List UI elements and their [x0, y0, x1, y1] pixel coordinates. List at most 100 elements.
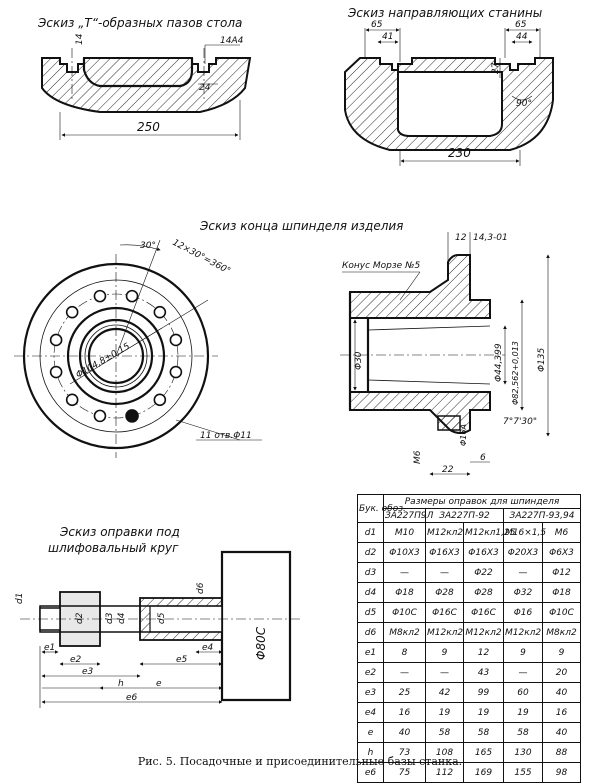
table-title: Размеры оправок для шпинделя: [383, 494, 581, 509]
dim-e2: e2: [70, 655, 82, 665]
table-corner: Бук. обоз.: [357, 494, 406, 523]
dim-90: 90°: [516, 99, 532, 109]
table-cell: Φ10Х3: [383, 542, 426, 563]
dim-e5: e5: [176, 655, 188, 665]
dim-phi104: Φ104,8±0,15: [75, 342, 133, 381]
table-col-3: ЗА227П-93,94: [503, 508, 581, 523]
table-cell: 60: [503, 682, 543, 703]
table-row: d3——Φ22—Φ12: [357, 562, 581, 583]
dim-e1: e1: [44, 643, 55, 653]
table-cell: Φ16Х3: [463, 542, 504, 563]
dim-d3: d3: [105, 612, 115, 624]
table-cell: М6: [542, 522, 581, 543]
dim-d5: d5: [157, 612, 167, 624]
dim-e6: e6: [126, 693, 138, 703]
table-cell: 19: [463, 702, 504, 723]
dim-d2: d2: [75, 612, 85, 624]
dim-phi80c: Φ80С: [254, 626, 268, 660]
table-cell: Φ32: [503, 582, 543, 603]
flange-hole: [65, 393, 79, 407]
cone-label: Конус Морзе №5: [342, 261, 420, 271]
table-cell: Φ12: [542, 562, 581, 583]
table-row-label: d1: [357, 522, 384, 543]
table-cell: 20: [542, 662, 581, 683]
table-row-label: d4: [357, 582, 384, 603]
table-cell: Φ16: [503, 602, 543, 623]
table-cell: Φ28: [463, 582, 504, 603]
dim-12x30: 12×30°=360°: [171, 238, 232, 277]
dim-d4: d4: [117, 612, 127, 624]
spindle-flange: Эскиз конца шпинделя изделия 30° 12×30°=…: [14, 219, 403, 458]
flange-hole: [169, 333, 183, 347]
flange-hole: [49, 333, 63, 347]
table-row-label: e2: [357, 662, 384, 683]
table-cell: 9: [425, 642, 464, 663]
dim-6: 6: [480, 453, 486, 463]
t-slot-title: Эскиз „T“-образных пазов стола: [37, 16, 242, 30]
table-cell: 16: [542, 702, 581, 723]
mandrel-title-1: Эскиз оправки под: [59, 525, 180, 539]
flange-hole: [93, 289, 107, 303]
table-row: e2——43—20: [357, 662, 581, 683]
dim-30deg: 30°: [140, 241, 156, 251]
flange-hole: [65, 305, 79, 319]
flange-hole: [169, 365, 183, 379]
spindle-title: Эскиз конца шпинделя изделия: [199, 219, 403, 233]
table-row-label: e: [357, 722, 384, 743]
t-slot-sketch: Эскиз „T“-образных пазов стола 250 14А4 …: [37, 16, 252, 140]
table-cell: М16×1,5: [503, 522, 546, 543]
dim-12: 12: [455, 233, 467, 243]
table-cell: М12кл2: [425, 522, 464, 543]
table-cell: 25: [383, 682, 426, 703]
table-cell: Φ18: [542, 582, 581, 603]
mandrel-dimension-table: Бук. обоз. Размеры оправок для шпинделя …: [357, 494, 581, 783]
table-cell: Φ16С: [425, 602, 464, 623]
table-cell: 16: [383, 702, 426, 723]
table-cell: 58: [463, 722, 504, 743]
dim-65b: 65: [515, 20, 527, 30]
guides-sketch: Эскиз направляющих станины 65 41 65 44 2…: [344, 6, 554, 166]
table-cell: М10: [383, 522, 426, 543]
table-cell: 19: [503, 702, 543, 723]
table-row-label: d6: [357, 622, 384, 643]
table-cell: Φ18: [383, 582, 426, 603]
table-cell: 43: [463, 662, 504, 683]
flange-holes: [49, 289, 183, 423]
table-cell: 40: [542, 722, 581, 743]
guides-title: Эскиз направляющих станины: [347, 6, 542, 20]
table-cell: 9: [503, 642, 543, 663]
dim-22: 22: [442, 465, 454, 475]
table-cell: —: [503, 562, 543, 583]
table-cell: М12кл1,25: [463, 522, 515, 543]
table-cell: 58: [503, 722, 543, 743]
table-cell: Φ16Х3: [425, 542, 464, 563]
figure-caption: Рис. 5. Посадочные и присоединительные б…: [137, 755, 463, 768]
table-cell: 42: [425, 682, 464, 703]
dim-h: h: [118, 679, 124, 689]
spindle-section: Конус Морзе №5 12 14,3-01 Φ30 Φ44,399 Φ8…: [340, 232, 550, 476]
table-cell: 58: [425, 722, 464, 743]
table-cell: 155: [503, 762, 543, 783]
dim-24: 24: [199, 83, 211, 93]
dim-14: 14: [75, 33, 85, 45]
table-cell: М12кл2: [425, 622, 464, 643]
table-cell: —: [425, 562, 464, 583]
table-cell: Φ10С: [542, 602, 581, 623]
dim-e: e: [156, 679, 162, 689]
table-cell: М8кл2: [542, 622, 581, 643]
table-cell: 99: [463, 682, 504, 703]
dim-angle: 7°7'30": [503, 417, 537, 427]
dim-27: 27: [491, 62, 501, 74]
table-row-label: e3: [357, 682, 384, 703]
table-row-label: d2: [357, 542, 384, 563]
table-cell: М8кл2: [383, 622, 426, 643]
dim-41: 41: [382, 32, 393, 42]
flange-hole: [125, 289, 139, 303]
table-cell: —: [503, 662, 543, 683]
